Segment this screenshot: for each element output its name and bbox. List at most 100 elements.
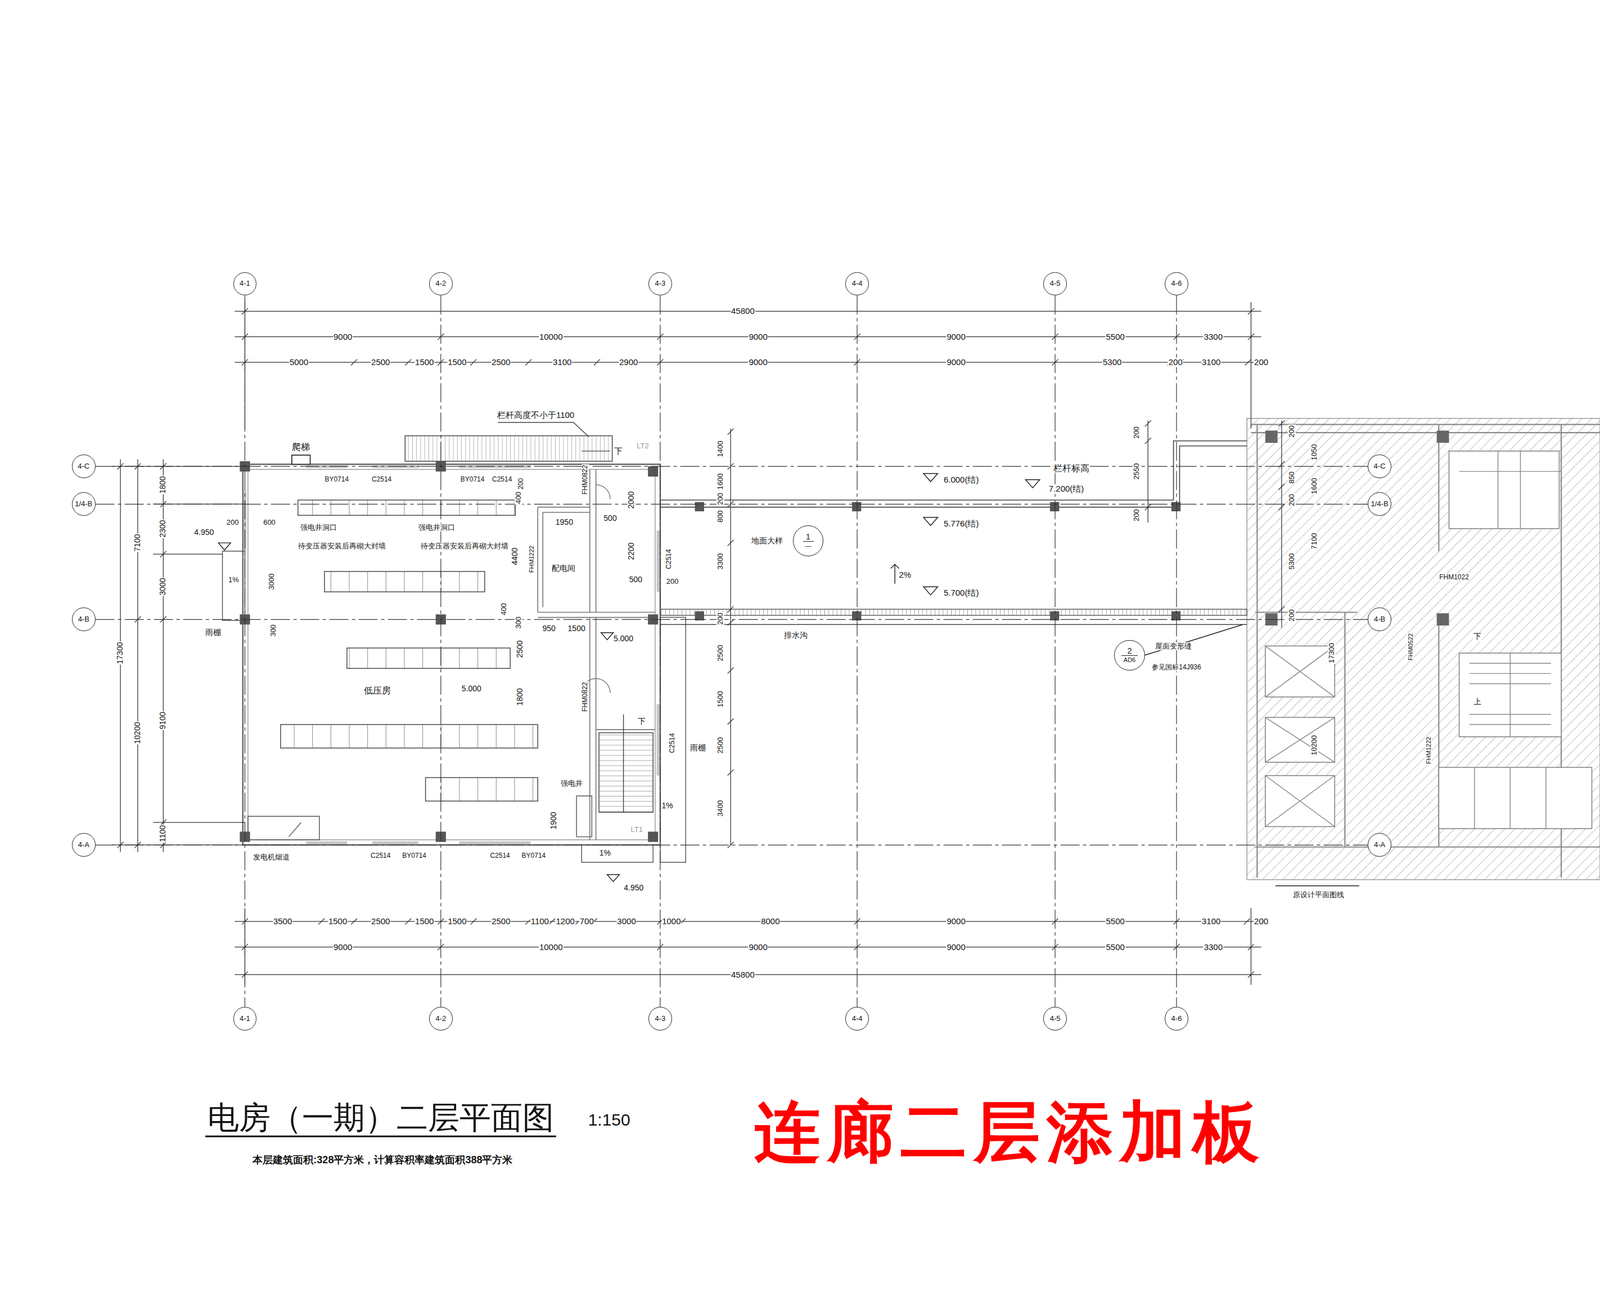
plan-label: 9100 <box>159 710 168 730</box>
plan-label: 1900 <box>550 810 559 830</box>
plan-label: FHM1222 <box>528 544 535 574</box>
bubble-text: 4-4 <box>852 279 863 288</box>
plan-label: 下 <box>613 446 624 457</box>
plan-label: 9000 <box>945 916 966 927</box>
plan-label: 300 <box>514 615 523 630</box>
plan-label: 45800 <box>730 306 756 317</box>
plan-label: 2300 <box>159 519 168 538</box>
plan-label: 低压房 <box>363 686 392 697</box>
plan-label: 屋面变形缝 <box>1154 641 1193 650</box>
bubble-text: 4-B <box>1373 615 1386 624</box>
top-stair <box>404 435 612 462</box>
grid-bubble: 4-5 <box>1043 1006 1067 1031</box>
plan-label: 下 <box>1472 632 1482 641</box>
plan-label: 待变压器安装后再砌大封墙 <box>297 542 387 551</box>
grid-bubble: 4-B <box>1367 607 1392 632</box>
plan-label: 1600 <box>1310 476 1319 495</box>
plan-label: 9000 <box>945 942 966 953</box>
plan-label: 200 <box>1132 508 1141 522</box>
plan-label: 10000 <box>538 332 564 342</box>
plan-label: 1% <box>598 848 612 858</box>
plan-label: 3100 <box>1201 916 1221 927</box>
plan-label: 9000 <box>747 357 768 368</box>
revision-note: 连廊二层添加板 <box>753 1096 1267 1170</box>
plan-label: C2514 <box>665 548 674 570</box>
axis-line <box>659 295 661 1007</box>
plan-label: 待变压器安装后再砌大封墙 <box>420 542 509 551</box>
plan-label: 1500 <box>447 357 467 368</box>
drawing-title: 电房（一期）二层平面图 <box>205 1099 557 1138</box>
plan-label: BY0714 <box>401 852 427 860</box>
plan-label: BY0714 <box>460 475 486 484</box>
plan-label: 3300 <box>716 552 725 570</box>
grid-bubble: 4-C <box>1367 454 1392 479</box>
plan-label: 400 <box>499 602 508 616</box>
axis-line <box>244 295 246 1007</box>
bubble-text: 2 <box>1127 646 1133 656</box>
plan-label: 栏杆高度不小于1100 <box>496 410 575 421</box>
drain-ditch <box>660 609 1247 616</box>
plan-label: 2500 <box>370 916 391 927</box>
grid-bubble: 1/4-B <box>1367 492 1392 516</box>
plan-label: 1% <box>227 575 240 584</box>
plan-label: FHM1022 <box>1438 573 1470 581</box>
plan-label: 1200 <box>555 916 575 927</box>
plan-label: 200 <box>517 477 526 490</box>
existing-columns <box>1265 430 1450 626</box>
plan-label: 200 <box>1287 425 1296 439</box>
plan-label: 2500 <box>490 916 511 927</box>
plan-label: 下 <box>637 717 647 726</box>
grid-bubble: 4-2 <box>429 1006 453 1031</box>
plan-label: 2500 <box>370 357 391 368</box>
switchgear-cabinets <box>280 499 538 801</box>
plan-label: 9000 <box>945 357 966 368</box>
bubble-text: 4-6 <box>1171 1014 1183 1023</box>
plan-label: 强电井 <box>560 779 584 788</box>
plan-label: 5300 <box>1102 357 1122 368</box>
plan-label: 参见国标14J936 <box>1151 663 1202 671</box>
existing-building-hatch <box>1246 418 1600 880</box>
plan-label: 发电机烟道 <box>252 853 291 862</box>
bubble-text: 4-2 <box>435 279 446 288</box>
inner-wall-line <box>248 469 656 841</box>
plan-label: 4400 <box>511 546 520 566</box>
plan-label: 7100 <box>133 533 142 553</box>
plan-label: LT2 <box>636 442 649 450</box>
axis-line <box>1175 295 1177 1007</box>
plan-label: 5.700(结) <box>943 588 980 598</box>
grid-bubble: 4-4 <box>845 1006 869 1031</box>
plan-label: FHM0822 <box>582 463 590 495</box>
bubble-text: 1/4-B <box>74 499 93 508</box>
axis-line <box>95 619 1369 620</box>
axis-line <box>440 295 441 1007</box>
plan-label: 1600 <box>716 472 725 491</box>
axis-line <box>95 844 1369 846</box>
bubble-text: 4-5 <box>1049 1014 1061 1023</box>
plan-label: 3500 <box>272 916 293 927</box>
plan-label: 5.776(结) <box>943 519 980 529</box>
plan-label: C2514 <box>370 852 391 860</box>
plan-label: 4.950 <box>193 528 215 537</box>
plan-label: 3100 <box>552 357 572 368</box>
plan-label: 1000 <box>661 916 682 927</box>
grid-bubble: 4-A <box>1367 832 1392 857</box>
plan-label: 强电井洞口 <box>299 523 338 532</box>
bubble-text: 4-C <box>1373 462 1386 471</box>
plan-label: 200 <box>226 518 240 527</box>
plan-label: 200 <box>1168 357 1184 368</box>
plan-label: 2550 <box>1132 462 1141 481</box>
partition-walls <box>537 469 656 841</box>
plan-label: FHM1222 <box>1425 735 1432 764</box>
plan-label: 1100 <box>530 916 550 927</box>
columns <box>239 461 1181 842</box>
plan-label: 200 <box>1253 357 1269 368</box>
grid-bubble: 4-6 <box>1164 272 1189 296</box>
plan-label: 1500 <box>447 916 467 927</box>
plan-label: 1050 <box>1310 443 1319 461</box>
plan-label: 1800 <box>159 475 168 494</box>
outer-walls <box>242 463 661 845</box>
plan-label: 3400 <box>716 799 725 818</box>
plan-label: C2514 <box>371 475 392 484</box>
plan-label: 500 <box>602 514 617 523</box>
detail-callout: 2AD6 <box>1114 640 1145 671</box>
